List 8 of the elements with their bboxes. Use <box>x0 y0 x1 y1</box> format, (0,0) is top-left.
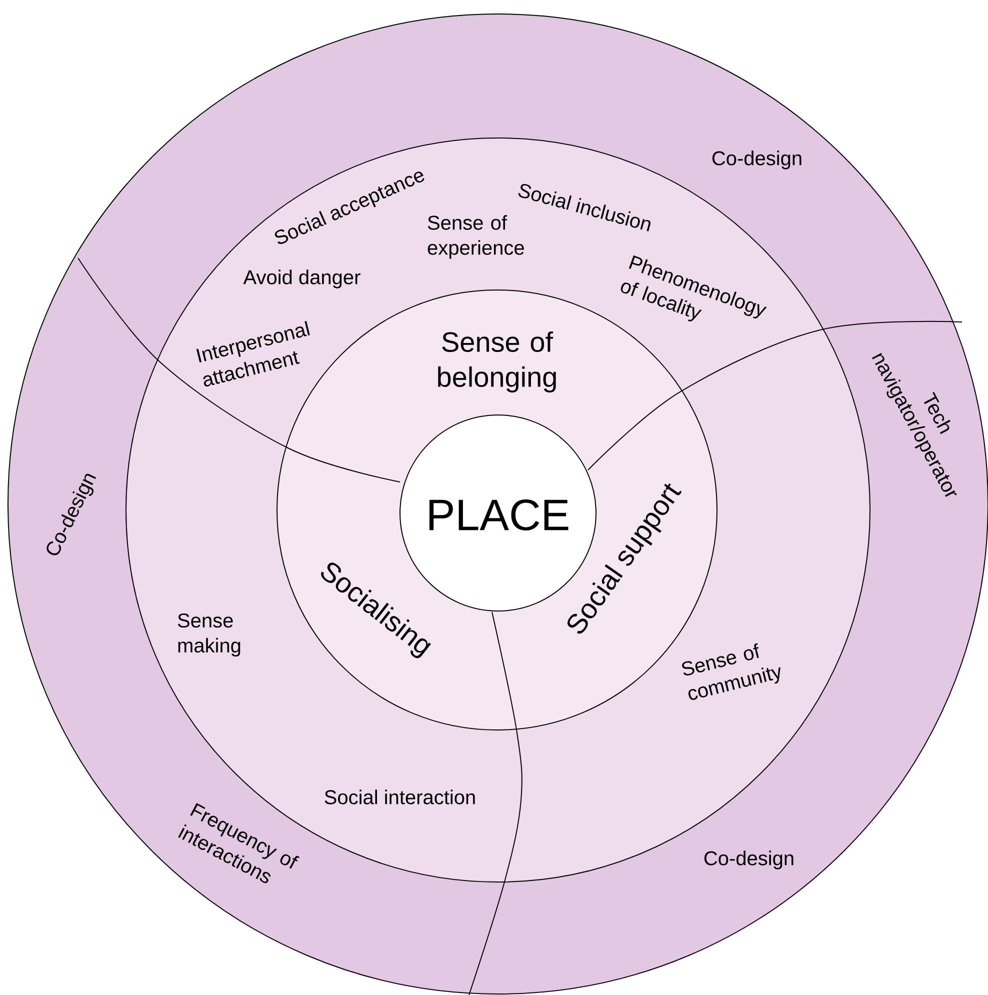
ring-label: Co-design <box>712 150 802 170</box>
center-label: PLACE <box>429 499 568 531</box>
ring-label: Sense making <box>178 613 240 657</box>
ring-label: Sense of community <box>682 643 780 700</box>
sector-label: Sense of belonging <box>438 331 556 393</box>
ring-label: Social interaction <box>324 790 475 804</box>
ring-label: Avoid danger <box>243 270 360 288</box>
ring-label: Co-design <box>704 850 794 870</box>
